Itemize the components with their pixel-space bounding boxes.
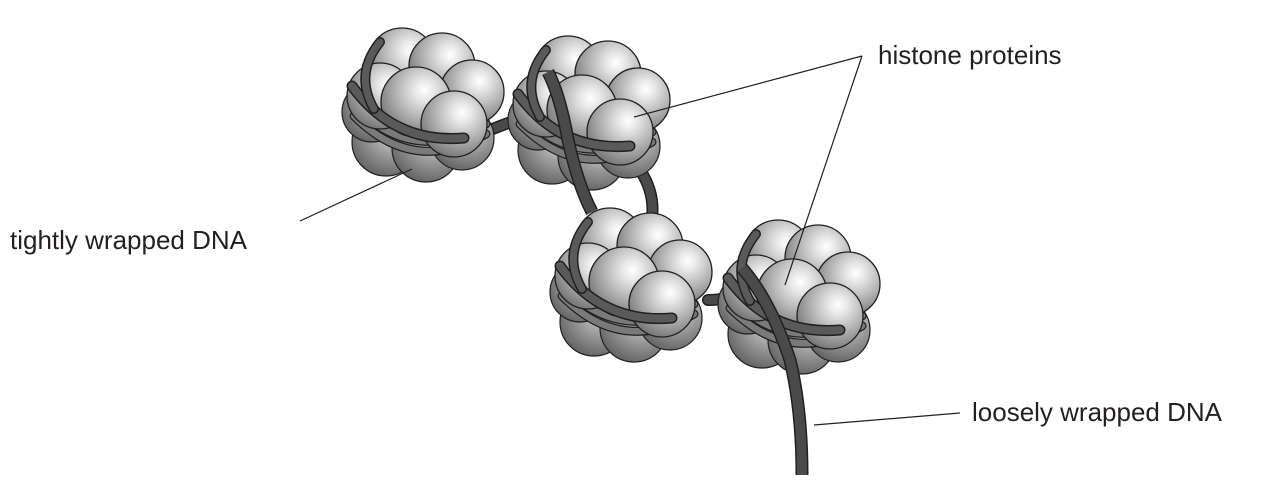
histone-proteins-label: histone proteins	[878, 40, 1062, 70]
histone-bead	[587, 99, 653, 165]
nucleosome-layer	[342, 28, 880, 374]
tightly-wrapped-dna-label: tightly wrapped DNA	[10, 225, 248, 255]
histone-leader-line-a	[634, 56, 862, 117]
nucleosome-3	[550, 208, 712, 362]
loose-dna-leader-line	[814, 413, 960, 425]
tight-dna-leader-line	[300, 169, 412, 221]
histone-bead	[421, 91, 487, 157]
loosely-wrapped-dna-label: loosely wrapped DNA	[972, 397, 1223, 427]
histone-bead	[629, 271, 695, 337]
nucleosome-2	[508, 36, 670, 190]
nucleosome-1	[342, 28, 504, 182]
histone-bead	[797, 283, 863, 349]
